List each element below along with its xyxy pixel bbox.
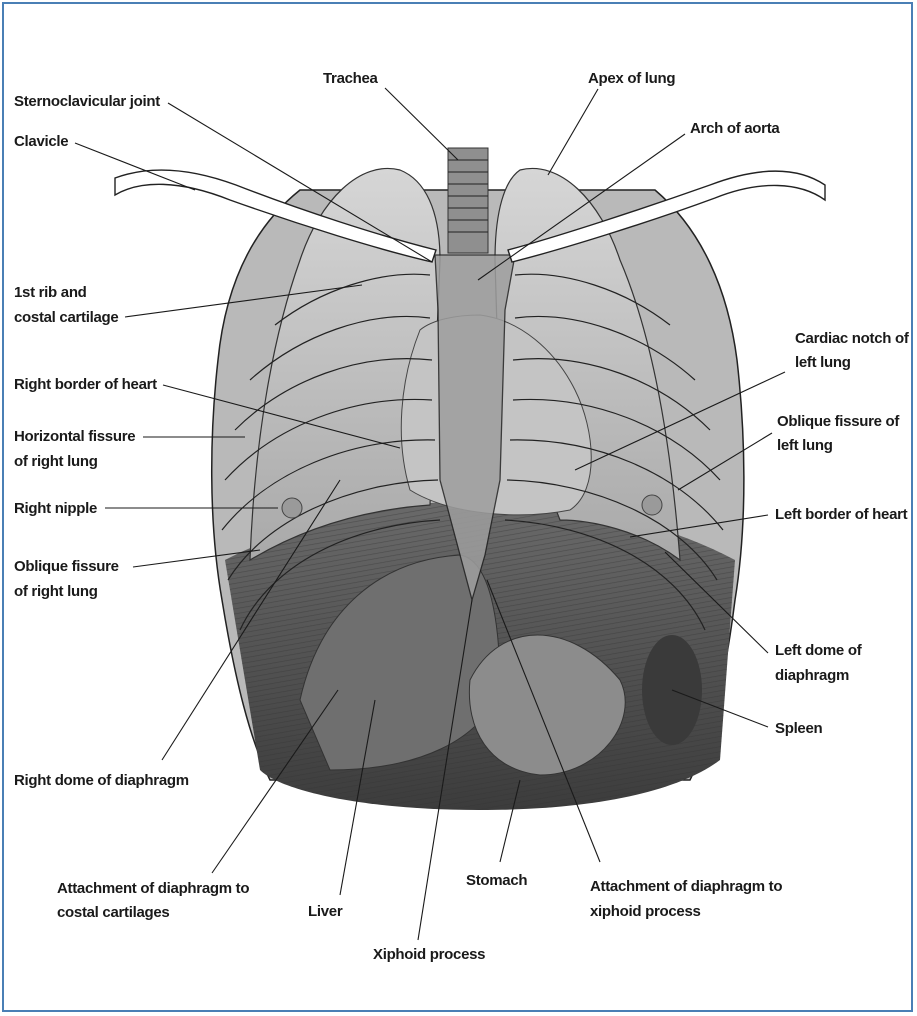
leader-trachea [385,88,458,160]
label-left-dome-line2: diaphragm [775,667,849,684]
label-cardiac-notch-line2: left lung [795,354,851,371]
label-spleen: Spleen [775,720,823,737]
label-attach-xiphoid-line2: xiphoid process [590,903,701,920]
label-liver: Liver [308,903,343,920]
label-left-border-of-heart: Left border of heart [775,506,908,523]
trachea [448,148,488,253]
label-clavicle: Clavicle [14,133,68,150]
label-horizontal-fissure-line2: of right lung [14,453,98,470]
label-xiphoid-process: Xiphoid process [373,946,485,963]
label-cardiac-notch-line1: Cardiac notch of [795,330,910,347]
label-right-border-of-heart: Right border of heart [14,376,157,393]
label-oblique-fissure-right-line1: Oblique fissure [14,558,119,575]
label-first-rib-line2: costal cartilage [14,309,118,326]
leader-apex [548,89,598,175]
label-trachea: Trachea [323,70,379,87]
label-oblique-fissure-left-line2: left lung [777,437,833,454]
label-horizontal-fissure-line1: Horizontal fissure [14,428,135,445]
label-apex-of-lung: Apex of lung [588,70,675,87]
label-right-nipple: Right nipple [14,500,97,517]
left-nipple [642,495,662,515]
label-stomach: Stomach [466,872,527,889]
label-sternoclavicular-joint: Sternoclavicular joint [14,93,160,110]
right-nipple [282,498,302,518]
label-right-dome: Right dome of diaphragm [14,772,189,789]
label-arch-of-aorta: Arch of aorta [690,120,780,137]
label-attach-costal-line2: costal cartilages [57,904,169,921]
label-oblique-fissure-right-line2: of right lung [14,583,98,600]
label-oblique-fissure-left-line1: Oblique fissure of [777,413,900,430]
label-first-rib-line1: 1st rib and [14,284,87,301]
label-attach-xiphoid-line1: Attachment of diaphragm to [590,878,782,895]
label-left-dome-line1: Left dome of [775,642,863,659]
label-attach-costal-line1: Attachment of diaphragm to [57,880,249,897]
